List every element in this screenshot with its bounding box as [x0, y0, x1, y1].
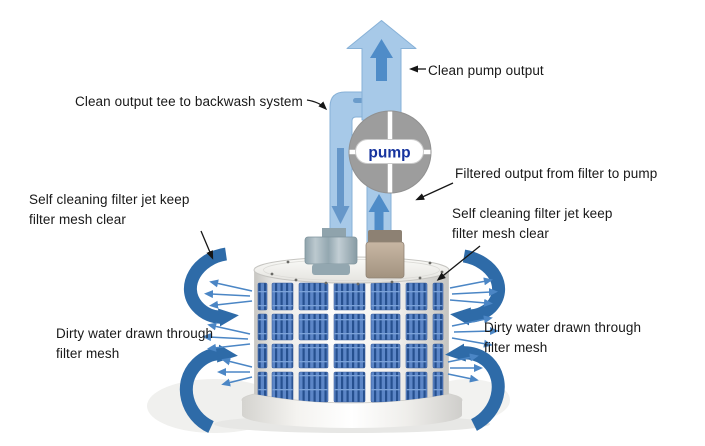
lid-screw: [286, 260, 290, 264]
clean-output-inner-arrow-icon: [370, 39, 393, 81]
mesh-window: [432, 343, 444, 369]
jet-arrow-icon: [447, 373, 479, 383]
arrow-self-cleaning-right-icon: [436, 245, 481, 281]
mesh-window: [298, 371, 329, 403]
filter-drum: [241, 228, 463, 428]
mesh-window: [370, 282, 401, 311]
fitting-collar: [322, 228, 346, 238]
lid-screw: [356, 282, 360, 286]
curved-arrow-upper-right-icon: [450, 249, 506, 326]
mesh-windows: [257, 282, 444, 403]
up-flow-arrow-icon: [368, 194, 390, 240]
label-self-cleaning-right: Self cleaning filter jet keep filter mes…: [452, 206, 613, 241]
mesh-window: [370, 343, 401, 369]
outlet-fitting-top: [368, 230, 402, 243]
mesh-window: [257, 343, 268, 369]
label-clean-output-tee: Clean output tee to backwash system: [75, 94, 303, 109]
label-dirty-water-right: Dirty water drawn through filter mesh: [484, 320, 642, 355]
label-arrows: [200, 65, 481, 281]
pump-name-plate: [355, 139, 424, 164]
jet-arrow-icon: [449, 277, 493, 289]
fitting-base: [312, 264, 350, 275]
arrow-self-cleaning-left-icon: [200, 230, 214, 260]
mesh-window: [333, 371, 366, 403]
mesh-window: [271, 313, 294, 341]
mesh-window: [405, 313, 428, 341]
mesh-window: [333, 343, 366, 369]
jet-arrow-icon: [207, 322, 251, 335]
jet-arrow-icon: [221, 357, 253, 368]
fitting-hex-nut: [304, 236, 358, 265]
pump: pump: [348, 110, 432, 194]
mesh-window: [257, 313, 268, 341]
arrow-filtered-output-icon: [415, 182, 454, 201]
jet-arrow-icon: [451, 337, 493, 348]
curved-arrow-upper-left-icon: [183, 247, 239, 327]
backwash-down-arrow-icon: [331, 148, 350, 224]
jet-arrow-icon: [202, 333, 249, 342]
mesh-window: [271, 343, 294, 369]
lid-screw: [390, 280, 394, 284]
jet-arrow-icon: [209, 300, 253, 309]
dirty-water-arrows: [179, 247, 506, 433]
pump-label: pump: [368, 145, 410, 162]
jet-arrow-icon: [453, 327, 499, 336]
mesh-window: [432, 313, 444, 341]
mesh-window: [405, 343, 428, 369]
jet-arrow-icon: [447, 353, 479, 363]
lid-screw: [324, 281, 328, 285]
drum-base-bottom: [242, 402, 462, 428]
mesh-window: [405, 371, 428, 403]
mesh-window: [370, 313, 401, 341]
jet-arrow-icon: [451, 315, 493, 327]
label-self-cleaning-left: Self cleaning filter jet keep filter mes…: [29, 192, 190, 227]
label-filtered-output: Filtered output from filter to pump: [455, 166, 658, 181]
mesh-window: [298, 282, 329, 311]
jet-arrow-icon: [451, 288, 498, 297]
jet-arrow-icon: [209, 279, 253, 292]
outlet-fitting: [365, 230, 405, 279]
mesh-window: [298, 313, 329, 341]
mesh-window: [432, 282, 444, 311]
jet-arrow-icon: [207, 343, 251, 352]
mesh-window: [333, 313, 366, 341]
jet-arrows: [202, 277, 499, 387]
label-clean-pump-output: Clean pump output: [428, 63, 544, 78]
lid-screw: [418, 276, 422, 280]
lid-screw: [270, 272, 274, 276]
mesh-window: [370, 371, 401, 403]
outlet-fitting-body: [365, 241, 405, 279]
jet-arrow-icon: [204, 290, 251, 299]
mesh-window: [333, 282, 366, 311]
backwash-fitting: [304, 228, 358, 275]
mesh-window: [257, 282, 268, 311]
label-dirty-water-left: Dirty water drawn through filter mesh: [56, 326, 214, 361]
mesh-window: [405, 282, 428, 311]
lid-screw: [440, 270, 444, 274]
jet-arrow-icon: [221, 376, 253, 387]
arrow-tee-icon: [306, 99, 328, 111]
lid-screw: [428, 261, 432, 265]
mesh-window: [298, 343, 329, 369]
lid-screw: [294, 278, 298, 282]
curved-arrow-lower-left-icon: [179, 344, 238, 433]
curved-arrow-lower-right-icon: [445, 343, 505, 431]
jet-arrow-icon: [449, 298, 493, 307]
mesh-window: [271, 282, 294, 311]
